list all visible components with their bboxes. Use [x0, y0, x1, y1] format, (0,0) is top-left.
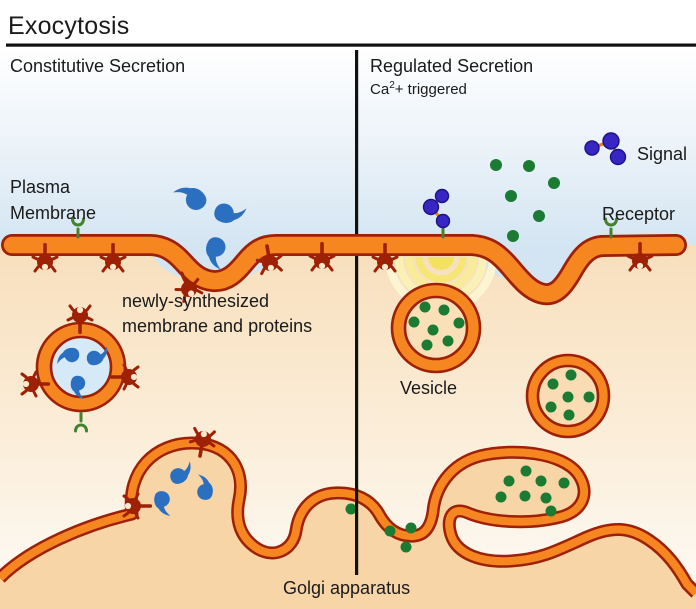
signal-molecule-icon [422, 188, 451, 229]
golgi-body [0, 443, 696, 609]
newly-synthesized-label: newly-synthesized membrane and proteins [122, 291, 313, 336]
transport-vesicle [525, 353, 611, 439]
golgi-apparatus-label: Golgi apparatus [283, 578, 411, 598]
calcium-trigger-label: Ca2+ triggered [370, 80, 467, 98]
plasma-membrane-label: Plasma Membrane [10, 177, 97, 223]
secretory-granule-dots [345, 503, 417, 553]
receptor-label: Receptor [602, 204, 676, 224]
secretory-granule-dots [495, 465, 570, 517]
golgi-apparatus-shape [0, 426, 696, 609]
plasma-membrane-band [1, 234, 687, 306]
secreted-granule-dots [490, 159, 560, 242]
signal-label: Signal [637, 144, 688, 164]
page-title: Exocytosis [8, 12, 130, 40]
secretory-granule-dots [545, 369, 595, 421]
title-underline [6, 43, 696, 47]
vesicle-label: Vesicle [400, 378, 458, 398]
secretory-granule-dots [408, 301, 465, 351]
left-vesicle [20, 304, 140, 433]
signal-molecule-icon [584, 132, 627, 166]
section-label-regulated: Regulated Secretion [370, 56, 534, 76]
regulated-vesicle [390, 282, 482, 374]
divider-line [355, 50, 359, 575]
section-label-constitutive: Constitutive Secretion [10, 56, 186, 76]
